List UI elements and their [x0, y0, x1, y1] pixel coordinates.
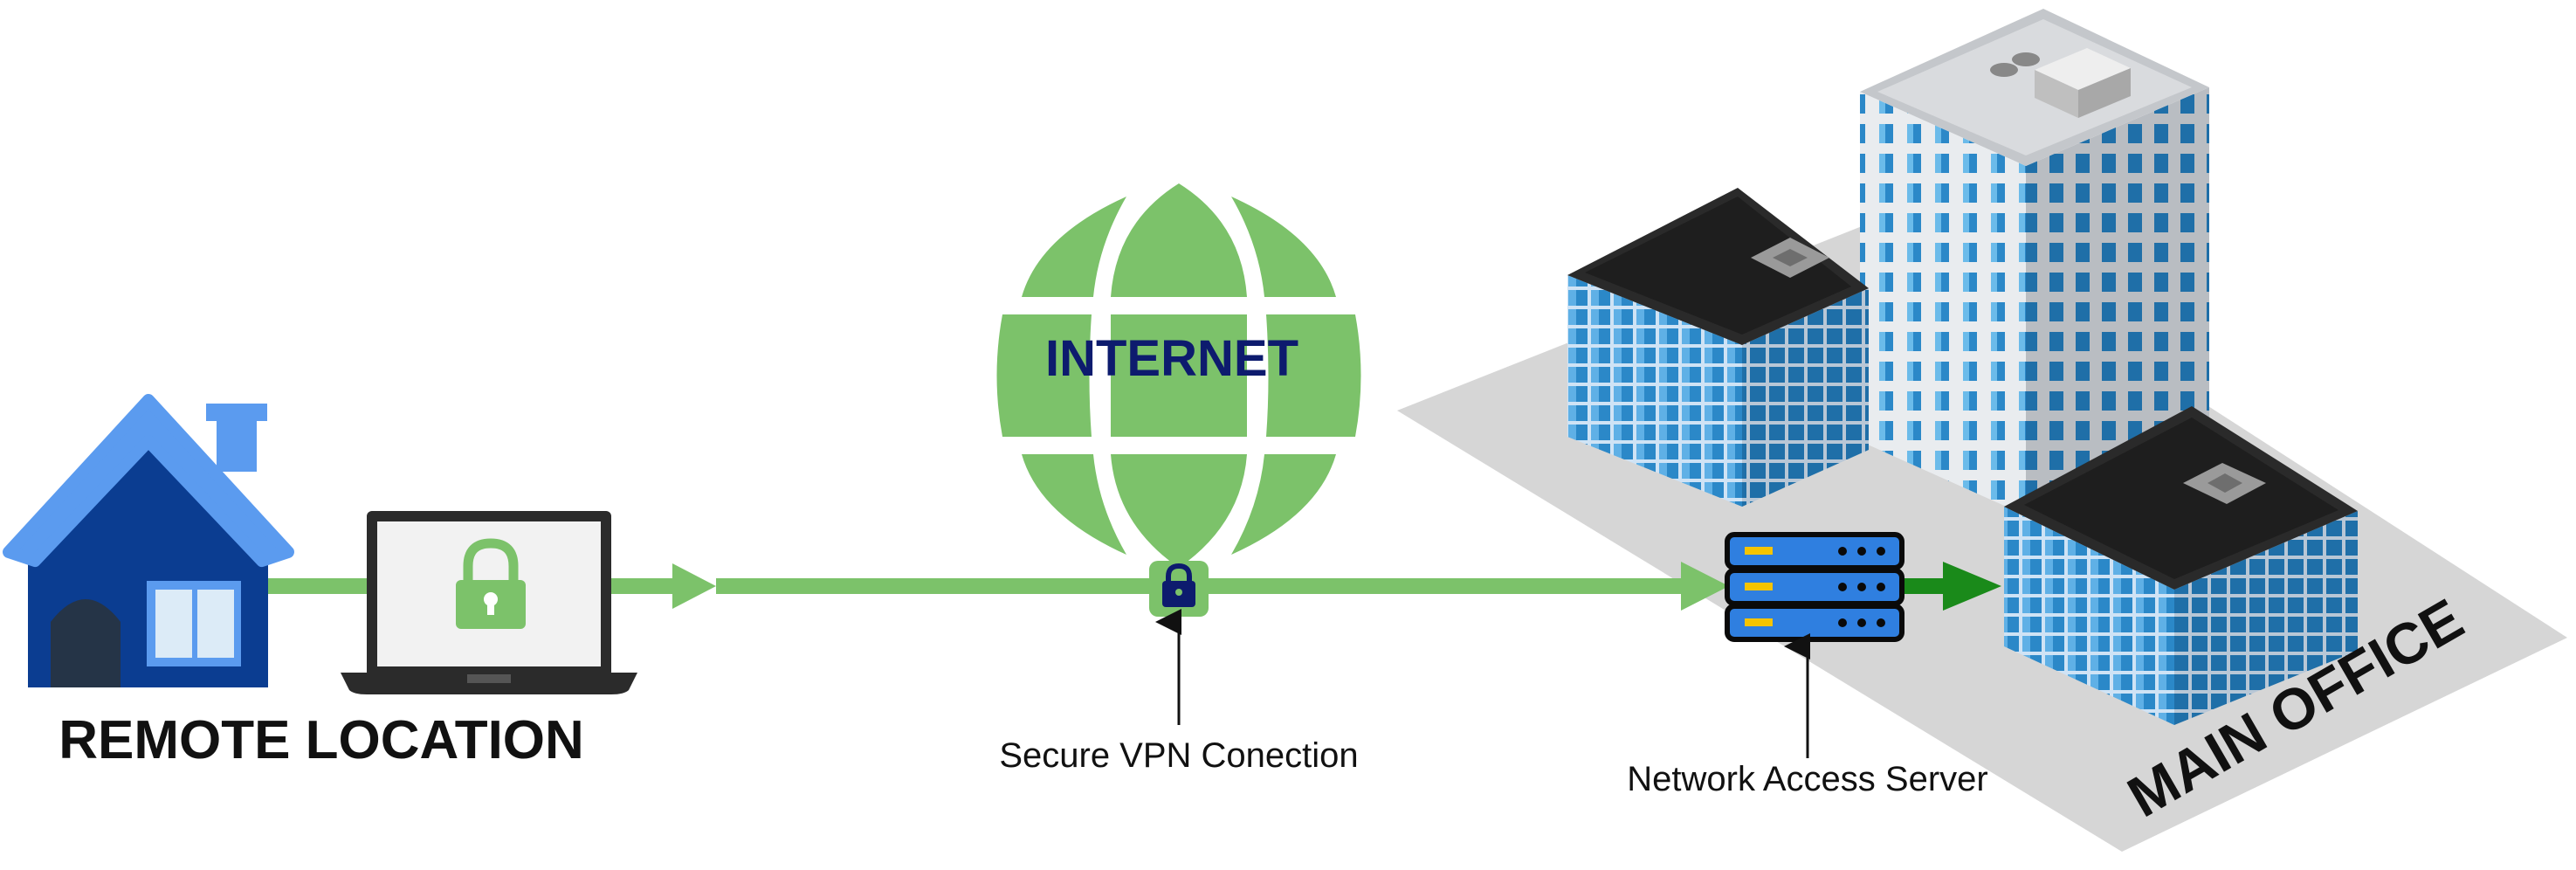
arrow-head-2: [1681, 562, 1729, 611]
remote-location-label: REMOTE LOCATION: [59, 710, 584, 770]
office-left-building: [1567, 188, 1869, 507]
office-tower-building: [1860, 9, 2209, 515]
vpn-lock-icon: [1149, 561, 1209, 617]
arrow-head-3: [1943, 562, 2001, 611]
globe-icon: [996, 183, 1361, 575]
internet-label: INTERNET: [1045, 330, 1298, 387]
server-icon: [1725, 532, 1904, 642]
connection-line: [262, 562, 2001, 611]
arrow-head-1: [672, 563, 716, 609]
secure-vpn-label: Secure VPN Conection: [999, 736, 1358, 775]
network-access-server-label: Network Access Server: [1627, 760, 1987, 798]
laptop-icon: [341, 511, 637, 694]
office-right-building: [2004, 406, 2358, 725]
house-icon: [3, 394, 294, 687]
lock-icon: [456, 538, 526, 629]
